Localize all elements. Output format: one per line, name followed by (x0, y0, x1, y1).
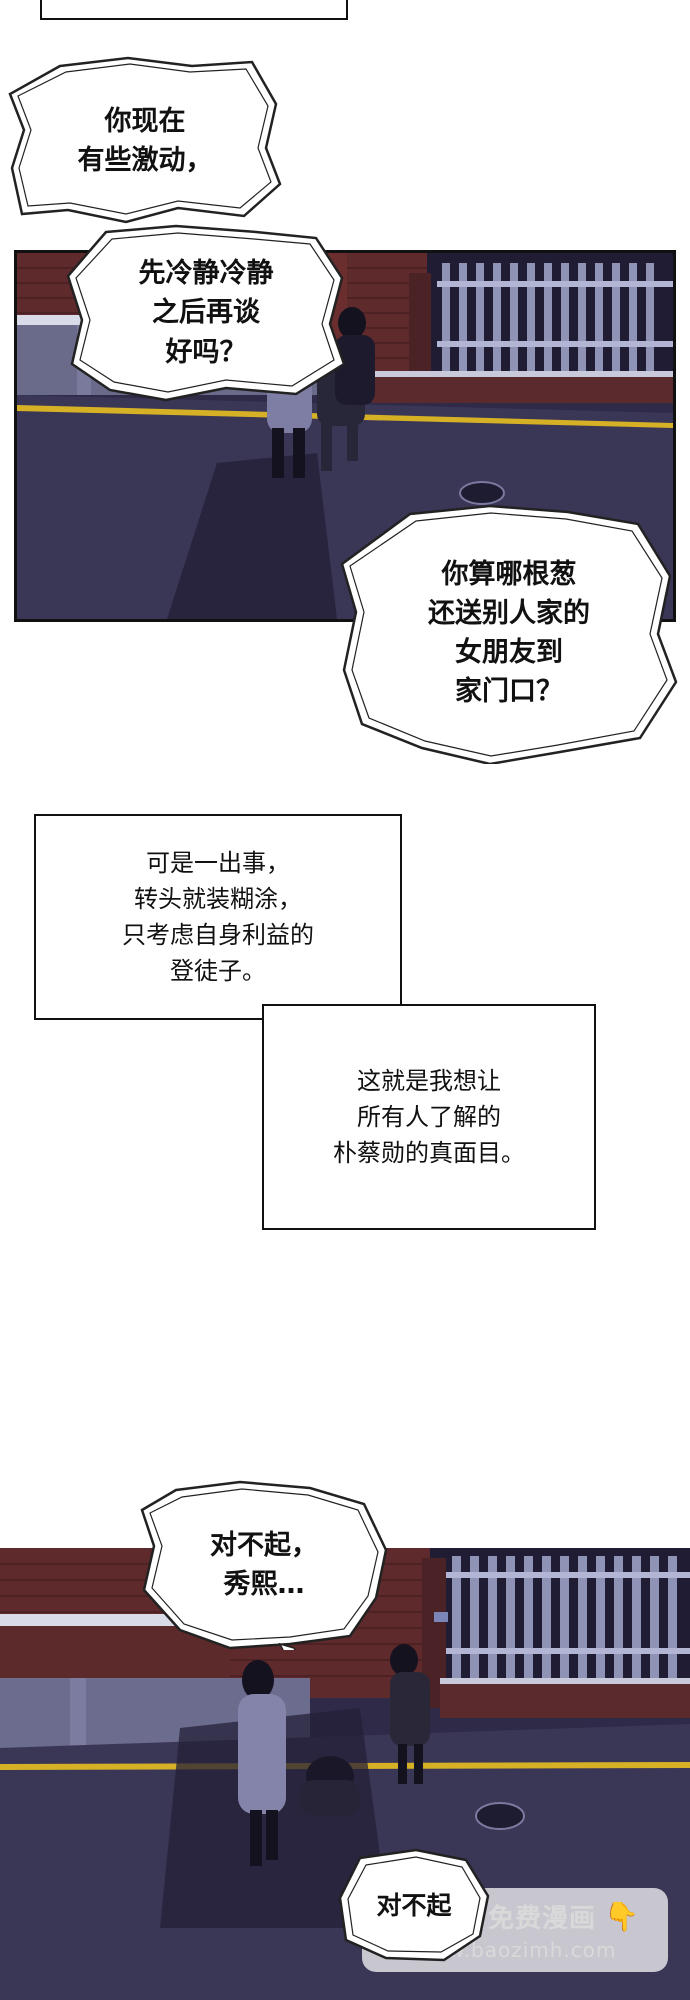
speech-bubble-3: 你算哪根葱 还送别人家的 女朋友到 家门口？ (340, 502, 678, 764)
bubble-1-outline (8, 56, 282, 224)
speech-bubble-1: 你现在 有些激动， (8, 56, 282, 226)
narration-box-1: 可是一出事， 转头就装糊涂， 只考虑自身利益的 登徒子。 (34, 814, 402, 1020)
speech-bubble-5: 对不起 (336, 1848, 492, 1964)
bubble-5-outline (338, 1848, 490, 1962)
narration-box-2: 这就是我想让 所有人了解的 朴蔡勋的真面目。 (262, 1004, 596, 1230)
bubble-4-text: 对不起， 秀熙… (210, 1529, 318, 1600)
bubble-1-text: 你现在 有些激动， (77, 105, 213, 176)
bubble-5-text: 对不起 (376, 1890, 452, 1920)
bubble-3-text: 你算哪根葱 还送别人家的 女朋友到 家门口？ (428, 558, 590, 708)
speech-bubble-4: 对不起， 秀熙… (140, 1480, 388, 1650)
speech-bubble-2: 先冷静冷静 之后再谈 好吗？ (66, 224, 346, 402)
pointing-down-hand-icon: 👇 (604, 1900, 640, 1933)
cropped-caption-box (40, 0, 348, 20)
bubble-4-outline (140, 1480, 388, 1650)
bubble-2-outline (66, 224, 346, 402)
bubble-2-text: 先冷静冷静 之后再谈 好吗？ (138, 258, 274, 368)
bubble-3-outline (340, 504, 678, 764)
